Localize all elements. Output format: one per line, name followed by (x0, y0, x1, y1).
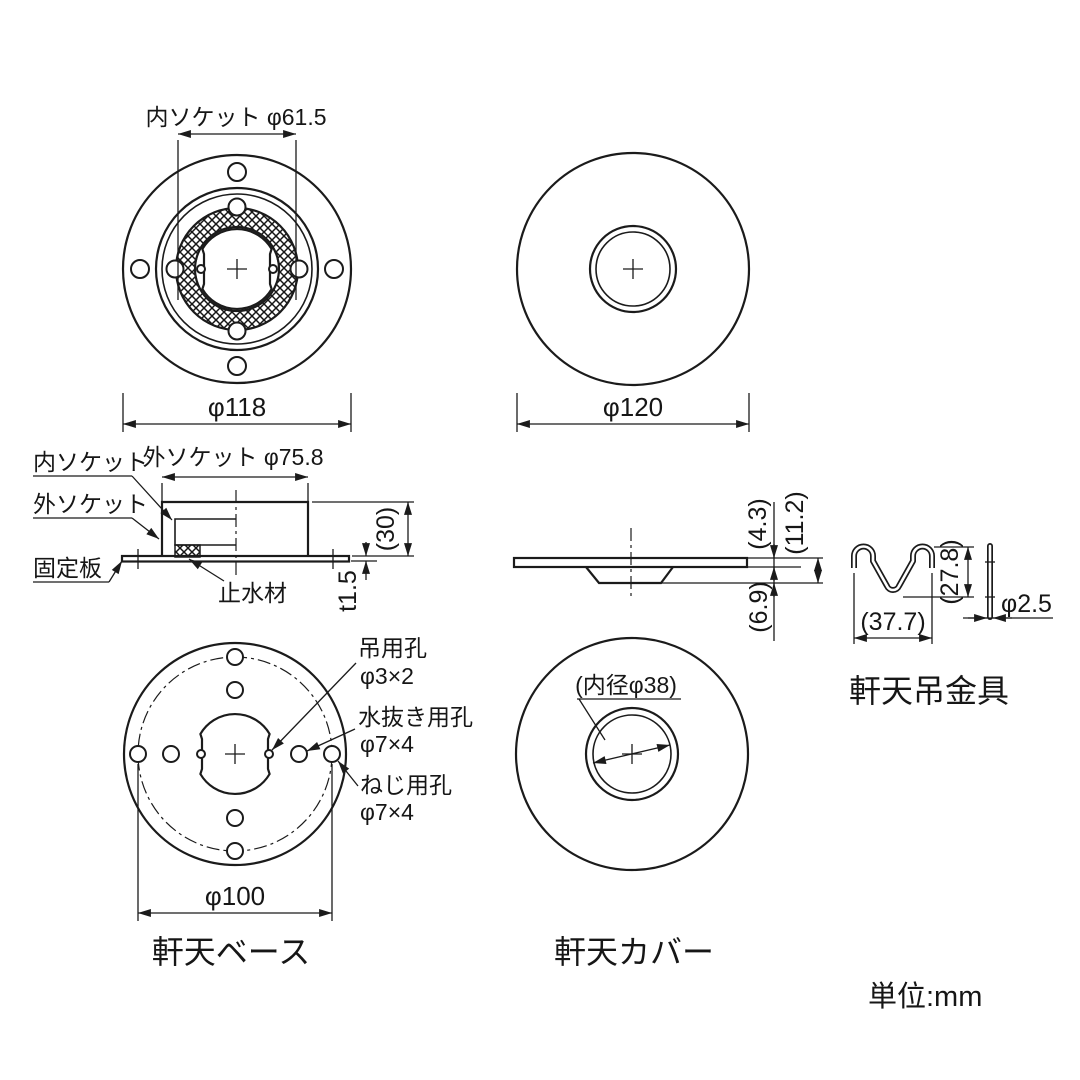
cover-boss-outline (585, 566, 674, 585)
center-mark (622, 258, 644, 280)
bracket-caption: 軒天吊金具 (849, 673, 1009, 709)
label-outer-socket: 外ソケット (33, 491, 148, 517)
dim-cover-outer: φ120 (603, 392, 663, 422)
unit-note: 単位:mm (868, 980, 982, 1013)
dim-screw-hole: φ7×4 (360, 799, 414, 825)
base-section-view: 外ソケット φ75.8 内ソケット 外ソケット 固定板 止水材 (30) t1.… (33, 444, 414, 612)
base-bottom-view: 吊用孔 φ3×2 水抜き用孔 φ7×4 ねじ用孔 φ7×4 φ100 軒天ベース (122, 635, 473, 970)
bracket-wire-front (851, 543, 935, 593)
label-fixing-plate: 固定板 (33, 555, 102, 581)
dim-drain-hole: φ7×4 (360, 731, 414, 757)
base-top-view: 内ソケット φ61.5 φ118 (121, 104, 353, 432)
dim-bolt-circle: φ100 (205, 881, 265, 911)
cover-side-view: (4.3) (11.2) (6.9) (512, 491, 823, 641)
seal-hatch-ring (176, 208, 298, 330)
inner-socket-outline (174, 518, 236, 546)
label-inner-socket: 内ソケット (33, 449, 148, 475)
dim-cover-total: (11.2) (781, 491, 809, 554)
dim-plate-thickness: t1.5 (334, 570, 362, 612)
label-seal: 止水材 (218, 580, 287, 606)
dim-outer-socket: 外ソケット φ75.8 (142, 444, 323, 470)
dim-wire-diameter: φ2.5 (1001, 590, 1052, 618)
label-drain-hole: 水抜き用孔 (358, 704, 473, 730)
label-hang-hole: 吊用孔 (358, 635, 427, 661)
dim-bracket-height: (27.8) (936, 539, 964, 604)
cover-caption: 軒天カバー (554, 934, 714, 970)
outer-socket-outline (160, 500, 310, 556)
seal-section (174, 544, 201, 558)
base-caption: 軒天ベース (152, 934, 310, 970)
dim-inner-socket: 内ソケット φ61.5 (145, 104, 326, 130)
cover-top-view: φ120 (515, 151, 751, 432)
label-screw-hole: ねじ用孔 (360, 772, 452, 798)
dim-flange: φ118 (208, 392, 266, 422)
dim-cover-inner-dia: (内径φ38) (575, 672, 677, 698)
dim-cover-upper: (4.3) (744, 498, 772, 549)
dim-cover-lower: (6.9) (745, 581, 773, 632)
bracket-view: (27.8) (37.7) φ2.5 軒天吊金具 (849, 539, 1053, 709)
dim-bracket-width: (37.7) (860, 608, 925, 636)
dim-hang-hole: φ3×2 (360, 663, 414, 689)
cover-bottom-view: (内径φ38) 軒天カバー (514, 636, 750, 970)
dim-socket-height: (30) (372, 507, 400, 551)
